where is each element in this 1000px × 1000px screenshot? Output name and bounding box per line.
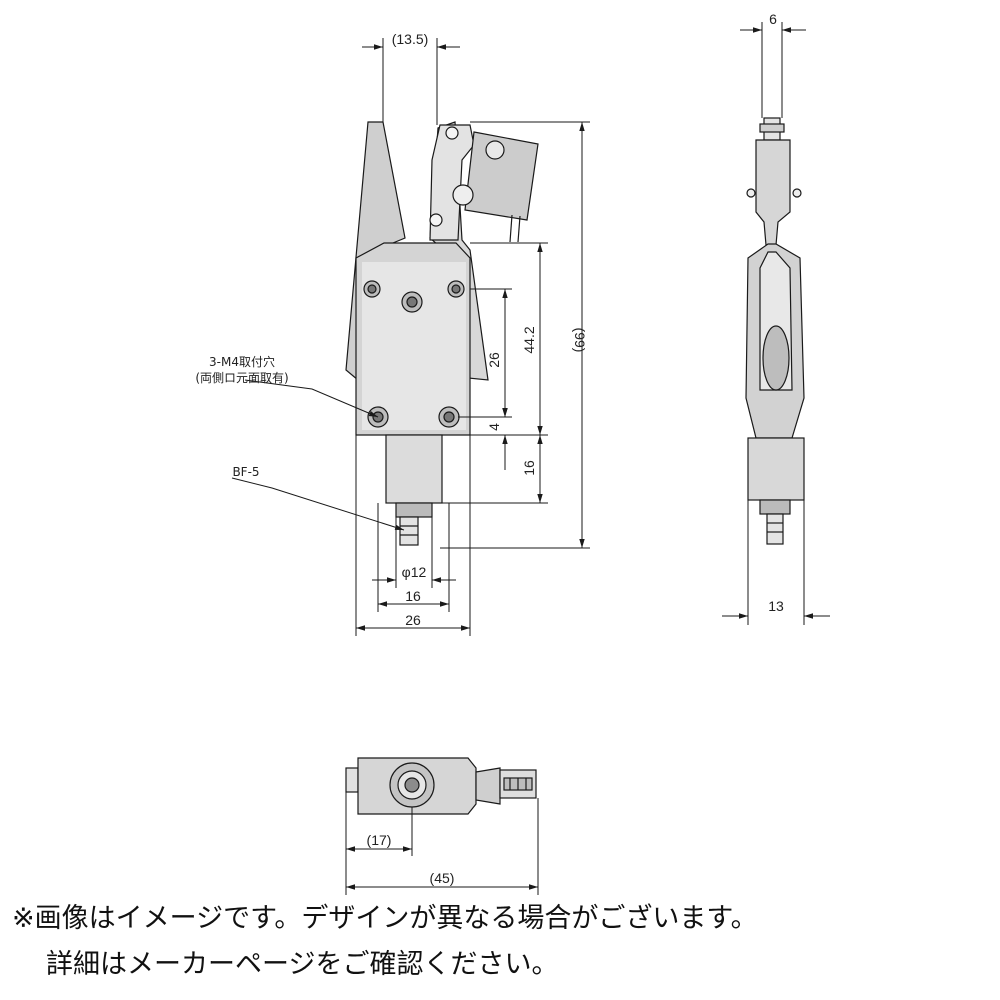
front-dimensions — [231, 38, 590, 636]
callout-mount-holes: 3-M4取付穴 — [209, 354, 275, 369]
finger-arm — [755, 139, 791, 246]
dim-port-length: 16 — [521, 460, 537, 476]
side-dimensions — [722, 22, 830, 625]
dim-overall-length: (45) — [430, 870, 455, 886]
callout-mount-holes-note: (両側ロ元面取有) — [195, 371, 288, 385]
fitting — [399, 516, 419, 546]
bottom-dimensions — [345, 792, 539, 895]
dim-hole-offset: 4 — [486, 423, 502, 431]
side-fitting — [766, 513, 784, 545]
dim-boss-width: 16 — [405, 588, 421, 604]
cylinder — [385, 434, 443, 504]
mount-hole — [447, 280, 465, 298]
disclaimer-line-2: 詳細はメーカーページをご確認ください。 — [46, 949, 559, 980]
image-disclaimer: ※画像はイメージです。デザインが異なる場合がございます。 詳細はメーカーページを… — [12, 896, 992, 988]
dim-hole-pitch: 26 — [486, 352, 502, 368]
bottom-switch — [475, 767, 501, 805]
front-view — [345, 121, 539, 546]
side-cylinder — [747, 437, 805, 501]
callout-fitting: BF-5 — [232, 465, 259, 479]
dim-depth: 13 — [768, 598, 784, 614]
dim-center-offset: (17) — [367, 832, 392, 848]
side-view — [745, 117, 805, 545]
port-boss — [395, 502, 433, 518]
dim-tip-width: (13.5) — [392, 31, 429, 47]
dim-overall-height: (99) — [572, 328, 588, 353]
dim-body-height: 44.2 — [521, 326, 537, 353]
mount-hole — [401, 291, 423, 313]
roller — [762, 325, 790, 391]
dim-finger-thickness: 6 — [769, 11, 777, 27]
mount-hole — [438, 406, 460, 428]
dim-boss-diameter: φ12 — [402, 564, 427, 580]
mount-hole — [363, 280, 381, 298]
bottom-view — [345, 757, 537, 815]
micro-switch — [464, 131, 539, 221]
bottom-stub — [345, 767, 359, 793]
disclaimer-line-1: ※画像はイメージです。デザインが異なる場合がございます。 — [12, 903, 758, 934]
dim-body-width: 26 — [405, 612, 421, 628]
